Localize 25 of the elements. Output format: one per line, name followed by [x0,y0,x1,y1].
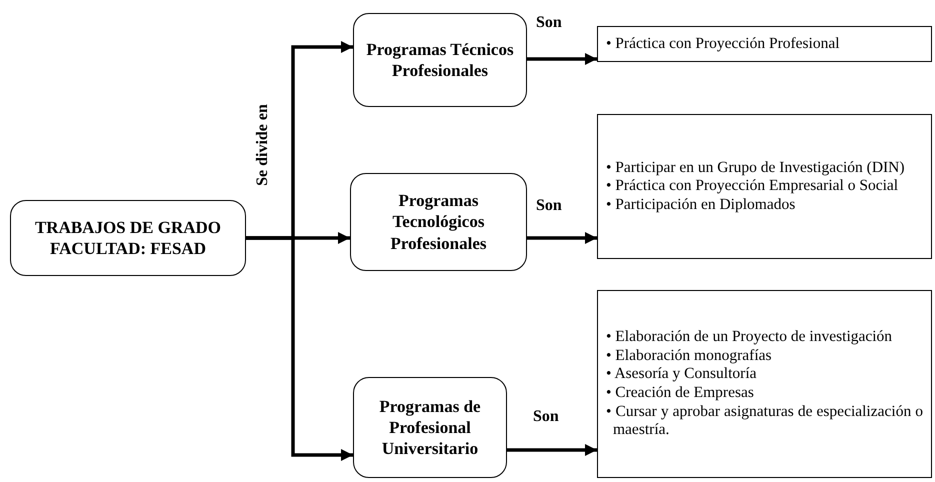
rounded-box [353,377,507,478]
branch-label: Se divide en [254,104,272,186]
bullet-item: • Práctica con Proyección Empresarial o Social [606,177,900,196]
arrow [246,236,353,461]
box-title: TRABAJOS DE GRADO FACULTAD: FESAD [34,216,222,260]
box-title: Programas de Profesional Universitario [378,396,482,460]
arrow [527,232,597,244]
bullet-item: • Creación de Empresas [606,384,755,403]
box-title: Programas Técnicos Profesionales [365,38,515,82]
box-title: Programas Tecnológicos Profesionales [389,190,488,254]
bullet-item: • Participación en Diplomados [606,196,796,214]
bullet-item: • Elaboración monografías [606,346,773,366]
rounded-box [10,200,246,276]
arrow [527,53,597,65]
bullet-item: • Práctica con Proyección Profesional [606,34,841,54]
bullet-item: • Participar en un Grupo de Investigación (DIN) [606,158,906,178]
bullet-item: • Elaboración de un Proyecto de investigación [606,328,894,347]
list-box [597,26,932,62]
rounded-box [350,173,527,271]
rounded-box [353,13,527,107]
bullet-item: • Asesoría y Consultoría [606,365,758,384]
arrow [507,444,597,456]
list-box [597,290,932,478]
bullet-item: • Cursar y aprobar asignaturas de especialización o maestría. [606,402,923,440]
list-box [597,114,932,259]
